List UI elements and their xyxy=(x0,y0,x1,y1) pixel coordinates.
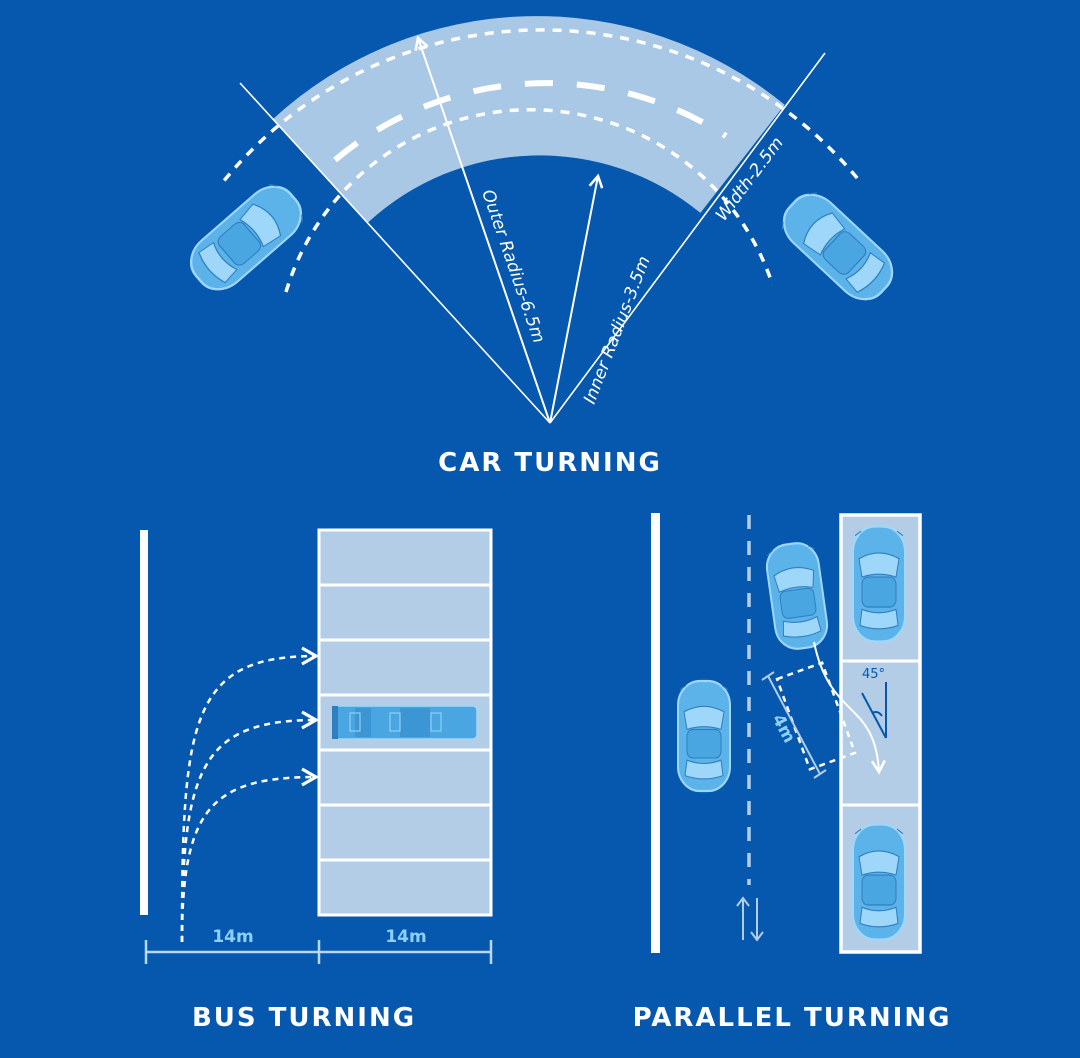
lane-car xyxy=(676,679,732,793)
inner-radius-label: Inner Radius-3.5m xyxy=(580,253,655,406)
bus xyxy=(331,705,478,740)
left-radius-line xyxy=(239,82,551,424)
traffic-direction-arrows xyxy=(736,896,764,942)
car-right xyxy=(772,183,904,311)
car-left xyxy=(179,175,313,301)
center-lane-line xyxy=(333,80,728,163)
car-turning-section: Outer Radius-6.5m Inner Radius-3.5m Widt… xyxy=(179,16,904,478)
target-space-outline xyxy=(775,661,857,771)
bus-turning-section: 14m 14m BUS TURNING xyxy=(140,528,493,1033)
parallel-road-edge-line xyxy=(651,513,660,953)
bus-turning-paths xyxy=(180,646,320,943)
parking-dividers xyxy=(841,659,920,807)
bus-turning-title: BUS TURNING xyxy=(192,1003,416,1033)
space-length-dimension xyxy=(761,671,827,779)
inner-road-edge xyxy=(284,107,775,293)
bus-dimension-line xyxy=(144,940,493,964)
outer-radius-label: Outer Radius-6.5m xyxy=(477,187,548,346)
bus-dim-right-label: 14m xyxy=(385,927,426,947)
parking-path xyxy=(813,641,886,775)
angle-indicator xyxy=(861,682,887,739)
outer-road-edge xyxy=(222,28,860,182)
bus-road-edge-line xyxy=(140,530,148,915)
turning-road-band xyxy=(272,16,785,223)
outer-radius-arrow xyxy=(414,35,551,424)
right-radius-line xyxy=(549,52,826,424)
maneuvering-car xyxy=(762,539,832,653)
bus-dim-left-label: 14m xyxy=(212,927,253,947)
parallel-turning-section: 45° 4m PARALLEL TURNING xyxy=(633,513,952,1033)
parallel-turning-title: PARALLEL TURNING xyxy=(633,1003,952,1033)
car-turning-title: CAR TURNING xyxy=(438,448,662,478)
bus-bay-dividers xyxy=(319,583,491,862)
parked-car-bottom xyxy=(851,823,907,941)
inner-radius-arrow xyxy=(549,173,604,424)
angle-label: 45° xyxy=(862,667,885,682)
parked-car-top xyxy=(851,525,907,643)
space-length-label: 4m xyxy=(768,711,800,746)
